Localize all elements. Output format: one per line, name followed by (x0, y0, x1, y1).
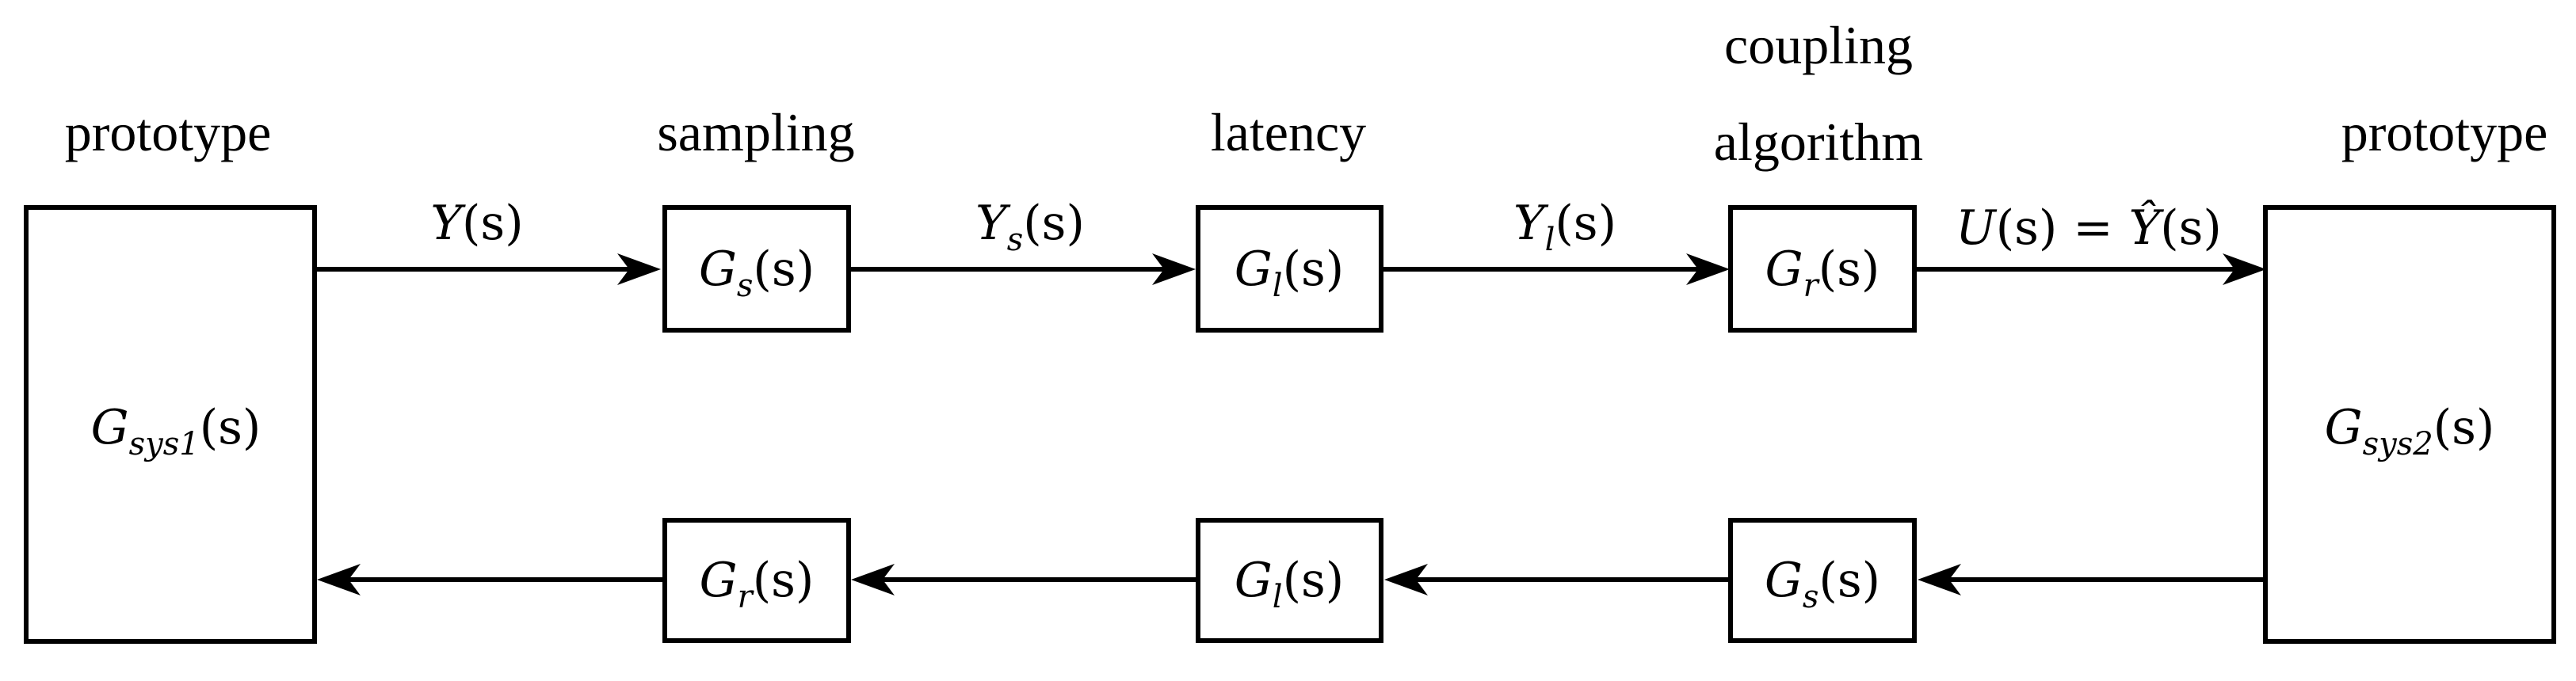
block-label: Gs(s) (699, 242, 815, 304)
signal-label-yl: Yl(s) (1513, 196, 1616, 258)
block-prototype-left: Gsys1(s) (24, 205, 317, 644)
signal-label-y: Y(s) (430, 196, 523, 251)
block-frame (2263, 205, 2556, 644)
caption-prototype-right: prototype (2341, 102, 2548, 162)
block-label: Gs(s) (1765, 553, 1880, 615)
block-coupling-forward: Gr(s) (1728, 205, 1917, 333)
block-frame (1728, 518, 1917, 643)
caption-sampling: sampling (657, 102, 854, 162)
block-label: Gr(s) (1765, 242, 1880, 304)
block-prototype-right: Gsys2(s) (2263, 205, 2556, 644)
block-sampling-forward: Gs(s) (662, 205, 851, 333)
block-sampling-return: Gs(s) (1728, 518, 1917, 643)
block-frame (24, 205, 317, 644)
block-frame (1196, 518, 1383, 643)
block-frame (662, 205, 851, 333)
block-label: Gsys1(s) (91, 400, 261, 462)
block-latency-return: Gl(s) (1196, 518, 1383, 643)
block-label: Gsys2(s) (2325, 400, 2495, 462)
caption-coupling: coupling (1724, 15, 1913, 75)
signal-label-u: U(s)=Ŷ(s) (1956, 200, 2222, 256)
caption-latency: latency (1211, 102, 1366, 162)
block-coupling-return: Gr(s) (662, 518, 851, 643)
caption-prototype-left: prototype (65, 102, 272, 162)
block-frame (1728, 205, 1917, 333)
block-latency-forward: Gl(s) (1196, 205, 1383, 333)
block-frame (662, 518, 851, 643)
block-frame (1196, 205, 1383, 333)
signal-label-ys: Ys(s) (975, 196, 1085, 258)
caption-algorithm: algorithm (1714, 112, 1923, 172)
block-label: Gr(s) (700, 553, 815, 615)
block-label: Gl(s) (1235, 242, 1344, 304)
block-label: Gl(s) (1235, 553, 1344, 615)
